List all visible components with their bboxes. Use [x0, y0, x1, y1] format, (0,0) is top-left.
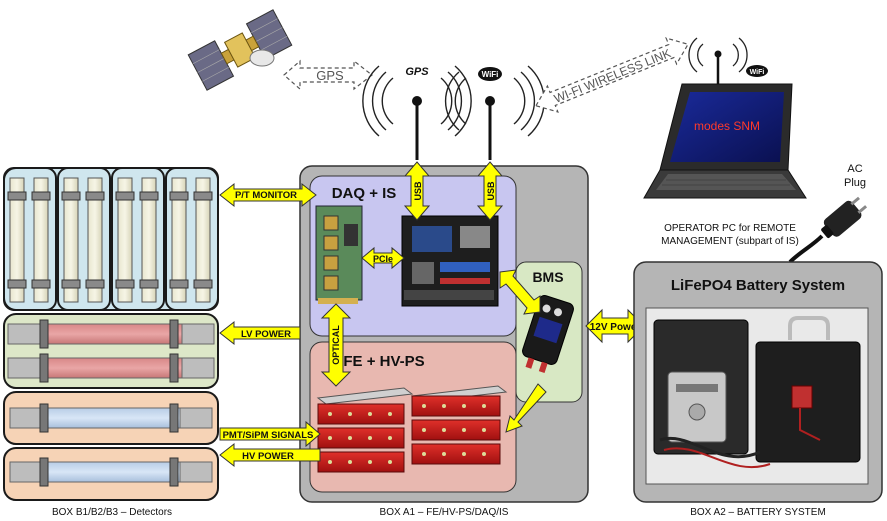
satellite-icon	[187, 9, 293, 91]
ac-plug-label-line1: AC	[847, 163, 862, 175]
pt-monitor-label: P/T MONITOR	[235, 190, 297, 201]
pcie-card-icon	[315, 205, 363, 304]
box-a2-caption: BOX A2 – BATTERY SYSTEM	[690, 507, 826, 518]
mainboard-icon	[401, 215, 499, 307]
gps-antenna-icon	[362, 65, 472, 160]
laptop-icon: WiFi	[643, 37, 807, 199]
lv-power-arrow	[219, 320, 301, 346]
optical-label: OPTICAL	[331, 325, 341, 365]
usb-label-wifi: USB	[486, 181, 496, 201]
fe-modules-icon	[316, 385, 508, 473]
laptop-caption-line2: MANAGEMENT (subpart of IS)	[661, 236, 799, 247]
gps-link-arrow	[283, 59, 373, 91]
usb-arrow-gps	[403, 161, 431, 221]
wifi-antenna-label: WiFi	[482, 70, 499, 79]
bms-fe-arrow	[505, 383, 547, 433]
optical-arrow	[320, 303, 352, 387]
pcie-arrow	[361, 246, 405, 270]
gps-antenna-label: GPS	[405, 66, 429, 78]
detector-box-top	[3, 167, 219, 311]
battery-photo-icon	[653, 316, 861, 469]
laptop-caption-line1: OPERATOR PC for REMOTE	[664, 223, 796, 234]
bms-daq-arrow	[499, 269, 541, 315]
bms-title: BMS	[532, 269, 563, 285]
box-a1-caption: BOX A1 – FE/HV-PS/DAQ/IS	[380, 507, 509, 518]
hv-power-arrow	[219, 442, 321, 468]
svg-text:WiFi: WiFi	[750, 69, 765, 76]
pmt-signals-arrow	[219, 420, 321, 448]
power-12v-label: 12V Power	[590, 322, 641, 333]
gps-link-label: GPS	[316, 68, 344, 83]
detector-box-orange-2	[3, 447, 219, 501]
laptop-screen-text: modes SNM	[694, 119, 760, 133]
box-b-caption: BOX B1/B2/B3 – Detectors	[52, 507, 172, 518]
hv-power-label: HV POWER	[242, 451, 294, 462]
wifi-link-label: WI-FI WIRELESS LINK	[552, 46, 673, 106]
pt-monitor-arrow	[219, 182, 317, 208]
pmt-signals-label: PMT/SiPM SIGNALS	[223, 430, 314, 441]
usb-label-gps: USB	[413, 181, 423, 201]
ac-plug-icon	[788, 196, 868, 264]
ac-plug-label-line2: Plug	[844, 177, 866, 189]
pcie-label: PCIe	[373, 254, 393, 264]
wifi-link-arrow	[535, 37, 689, 113]
daq-title: DAQ + IS	[332, 185, 397, 202]
detector-box-orange-1	[3, 391, 219, 445]
lv-power-label: LV POWER	[241, 329, 291, 340]
usb-arrow-wifi	[476, 161, 504, 221]
fe-title: FE + HV-PS	[343, 353, 424, 370]
box-a2-title: LiFePO4 Battery System	[671, 277, 845, 294]
detector-box-green	[3, 313, 219, 389]
